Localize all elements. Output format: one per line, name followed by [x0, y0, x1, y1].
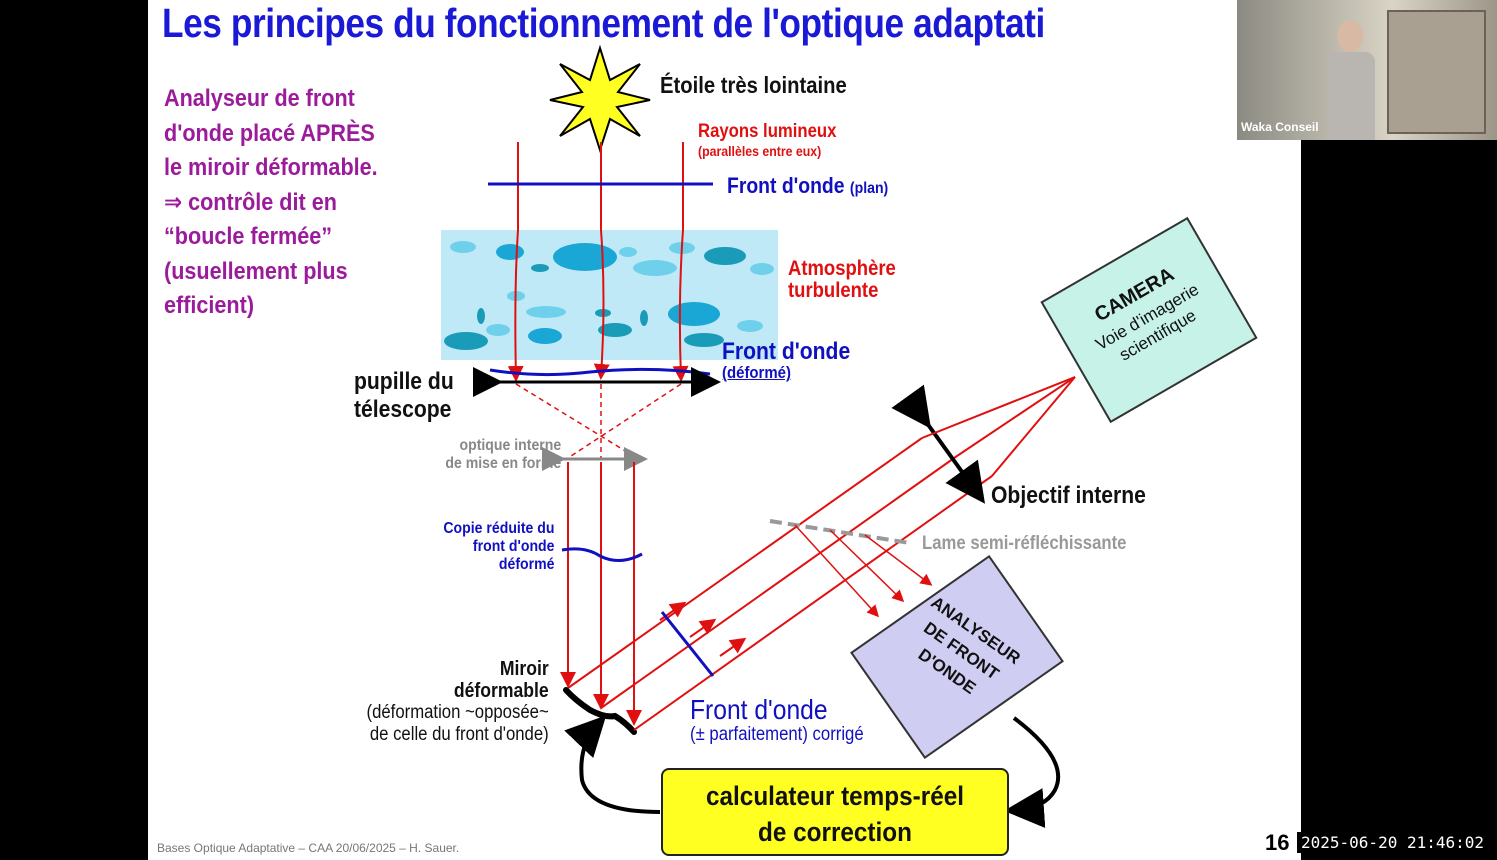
- beamsplitter-line: [769, 519, 911, 545]
- wavefront-plan-main: Front d'onde: [727, 173, 845, 198]
- realtime-calculator-box: calculateur temps-réel de correction: [661, 768, 1009, 856]
- wavefront-deformed-line: [489, 367, 711, 377]
- star-label: Étoile très lointaine: [660, 72, 847, 98]
- rays-to-camera: [921, 376, 1076, 477]
- rays-label: Rayons lumineux: [698, 121, 837, 142]
- mirror-label-line: (déformation ~opposée~: [366, 702, 549, 723]
- intro-line: (usuellement plus: [164, 257, 348, 285]
- objective-label: Objectif interne: [991, 482, 1146, 509]
- beamsplitter-label: Lame semi-réfléchissante: [922, 533, 1127, 554]
- wavefront-plan-label: Front d'onde (plan): [727, 173, 888, 199]
- intro-line: Analyseur de front: [164, 85, 355, 112]
- internal-optic-label-line: optique interne: [459, 437, 562, 454]
- internal-optic-label-line: de mise en forme: [445, 455, 562, 472]
- slide-title: Les principes du fonctionnement de l'opt…: [162, 0, 1045, 46]
- atmosphere-label: Atmosphère turbulente: [788, 258, 896, 302]
- slide-background: [148, 0, 1301, 860]
- corrected-wavefront-label: Front d'onde: [690, 694, 828, 725]
- pupil-label-line: pupille du: [354, 368, 454, 395]
- mirror-label-line: Miroir: [499, 658, 549, 680]
- atmosphere-label-line: turbulente: [788, 279, 879, 302]
- intro-line: efficient): [164, 292, 255, 319]
- feedback-arrow-to-calculator: [1004, 716, 1061, 829]
- corrected-wavefront-sublabel: (± parfaitement) corrigé: [690, 724, 864, 745]
- presenter-avatar: [1325, 20, 1380, 140]
- wavefront-plan-sub: (plan): [849, 180, 889, 197]
- internal-optic-label: optique interne de mise en forme: [416, 437, 561, 473]
- atmosphere-block: [441, 230, 778, 360]
- intro-line: “boucle fermée”: [164, 223, 333, 250]
- calculator-label-line: de correction: [758, 817, 912, 847]
- mirror-label-line: de celle du front d'onde): [369, 724, 549, 745]
- recording-timestamp: 2025-06-20 21:46:02: [1297, 832, 1489, 853]
- intro-line: d'onde placé APRÈS: [164, 119, 375, 147]
- wavefront-deformed-label: Front d'onde: [722, 338, 851, 365]
- reduced-copy-label-line: déformé: [498, 556, 555, 573]
- objective-lens-arrow: [891, 384, 986, 504]
- webcam-overlay: Waka Conseil: [1237, 0, 1497, 140]
- rays-to-wfs: [794, 524, 933, 618]
- mirror-label-line: déformable: [453, 680, 549, 702]
- calculator-label-line: calculateur temps-réel: [706, 781, 964, 811]
- webcam-name-label: Waka Conseil: [1241, 120, 1319, 134]
- reduced-copy-label-line: Copie réduite du: [443, 520, 555, 537]
- star-icon: [549, 44, 651, 154]
- reduced-copy-label: Copie réduite du front d'onde déformé: [426, 520, 554, 574]
- pupil-label: pupille du télescope: [354, 368, 454, 424]
- intro-text: Analyseur de front d'onde placé APRÈS le…: [164, 82, 434, 324]
- webcam-door: [1387, 10, 1486, 134]
- rays-to-mirror: [560, 462, 642, 726]
- reduced-wavefront-copy: [561, 547, 643, 562]
- pupil-label-line: télescope: [354, 396, 452, 423]
- slide-footer: Bases Optique Adaptative – CAA 20/06/202…: [157, 841, 460, 855]
- reduced-copy-label-line: front d'onde: [472, 538, 555, 555]
- rays-sublabel: (parallèles entre eux): [698, 143, 822, 159]
- wavefront-corrected-line: [660, 611, 715, 677]
- atmosphere-label-line: Atmosphère: [788, 257, 896, 280]
- intro-line: le miroir déformable.: [164, 154, 378, 181]
- incoming-rays: [507, 142, 689, 382]
- intro-line: ⇒ contrôle dit en: [164, 188, 337, 216]
- wavefront-deformed-sublabel: (déformé): [722, 363, 791, 382]
- feedback-arrow-to-mirror: [564, 715, 661, 814]
- mirror-label: Miroir déformable (déformation ~opposée~…: [334, 658, 549, 746]
- page-number: 16: [1265, 830, 1290, 855]
